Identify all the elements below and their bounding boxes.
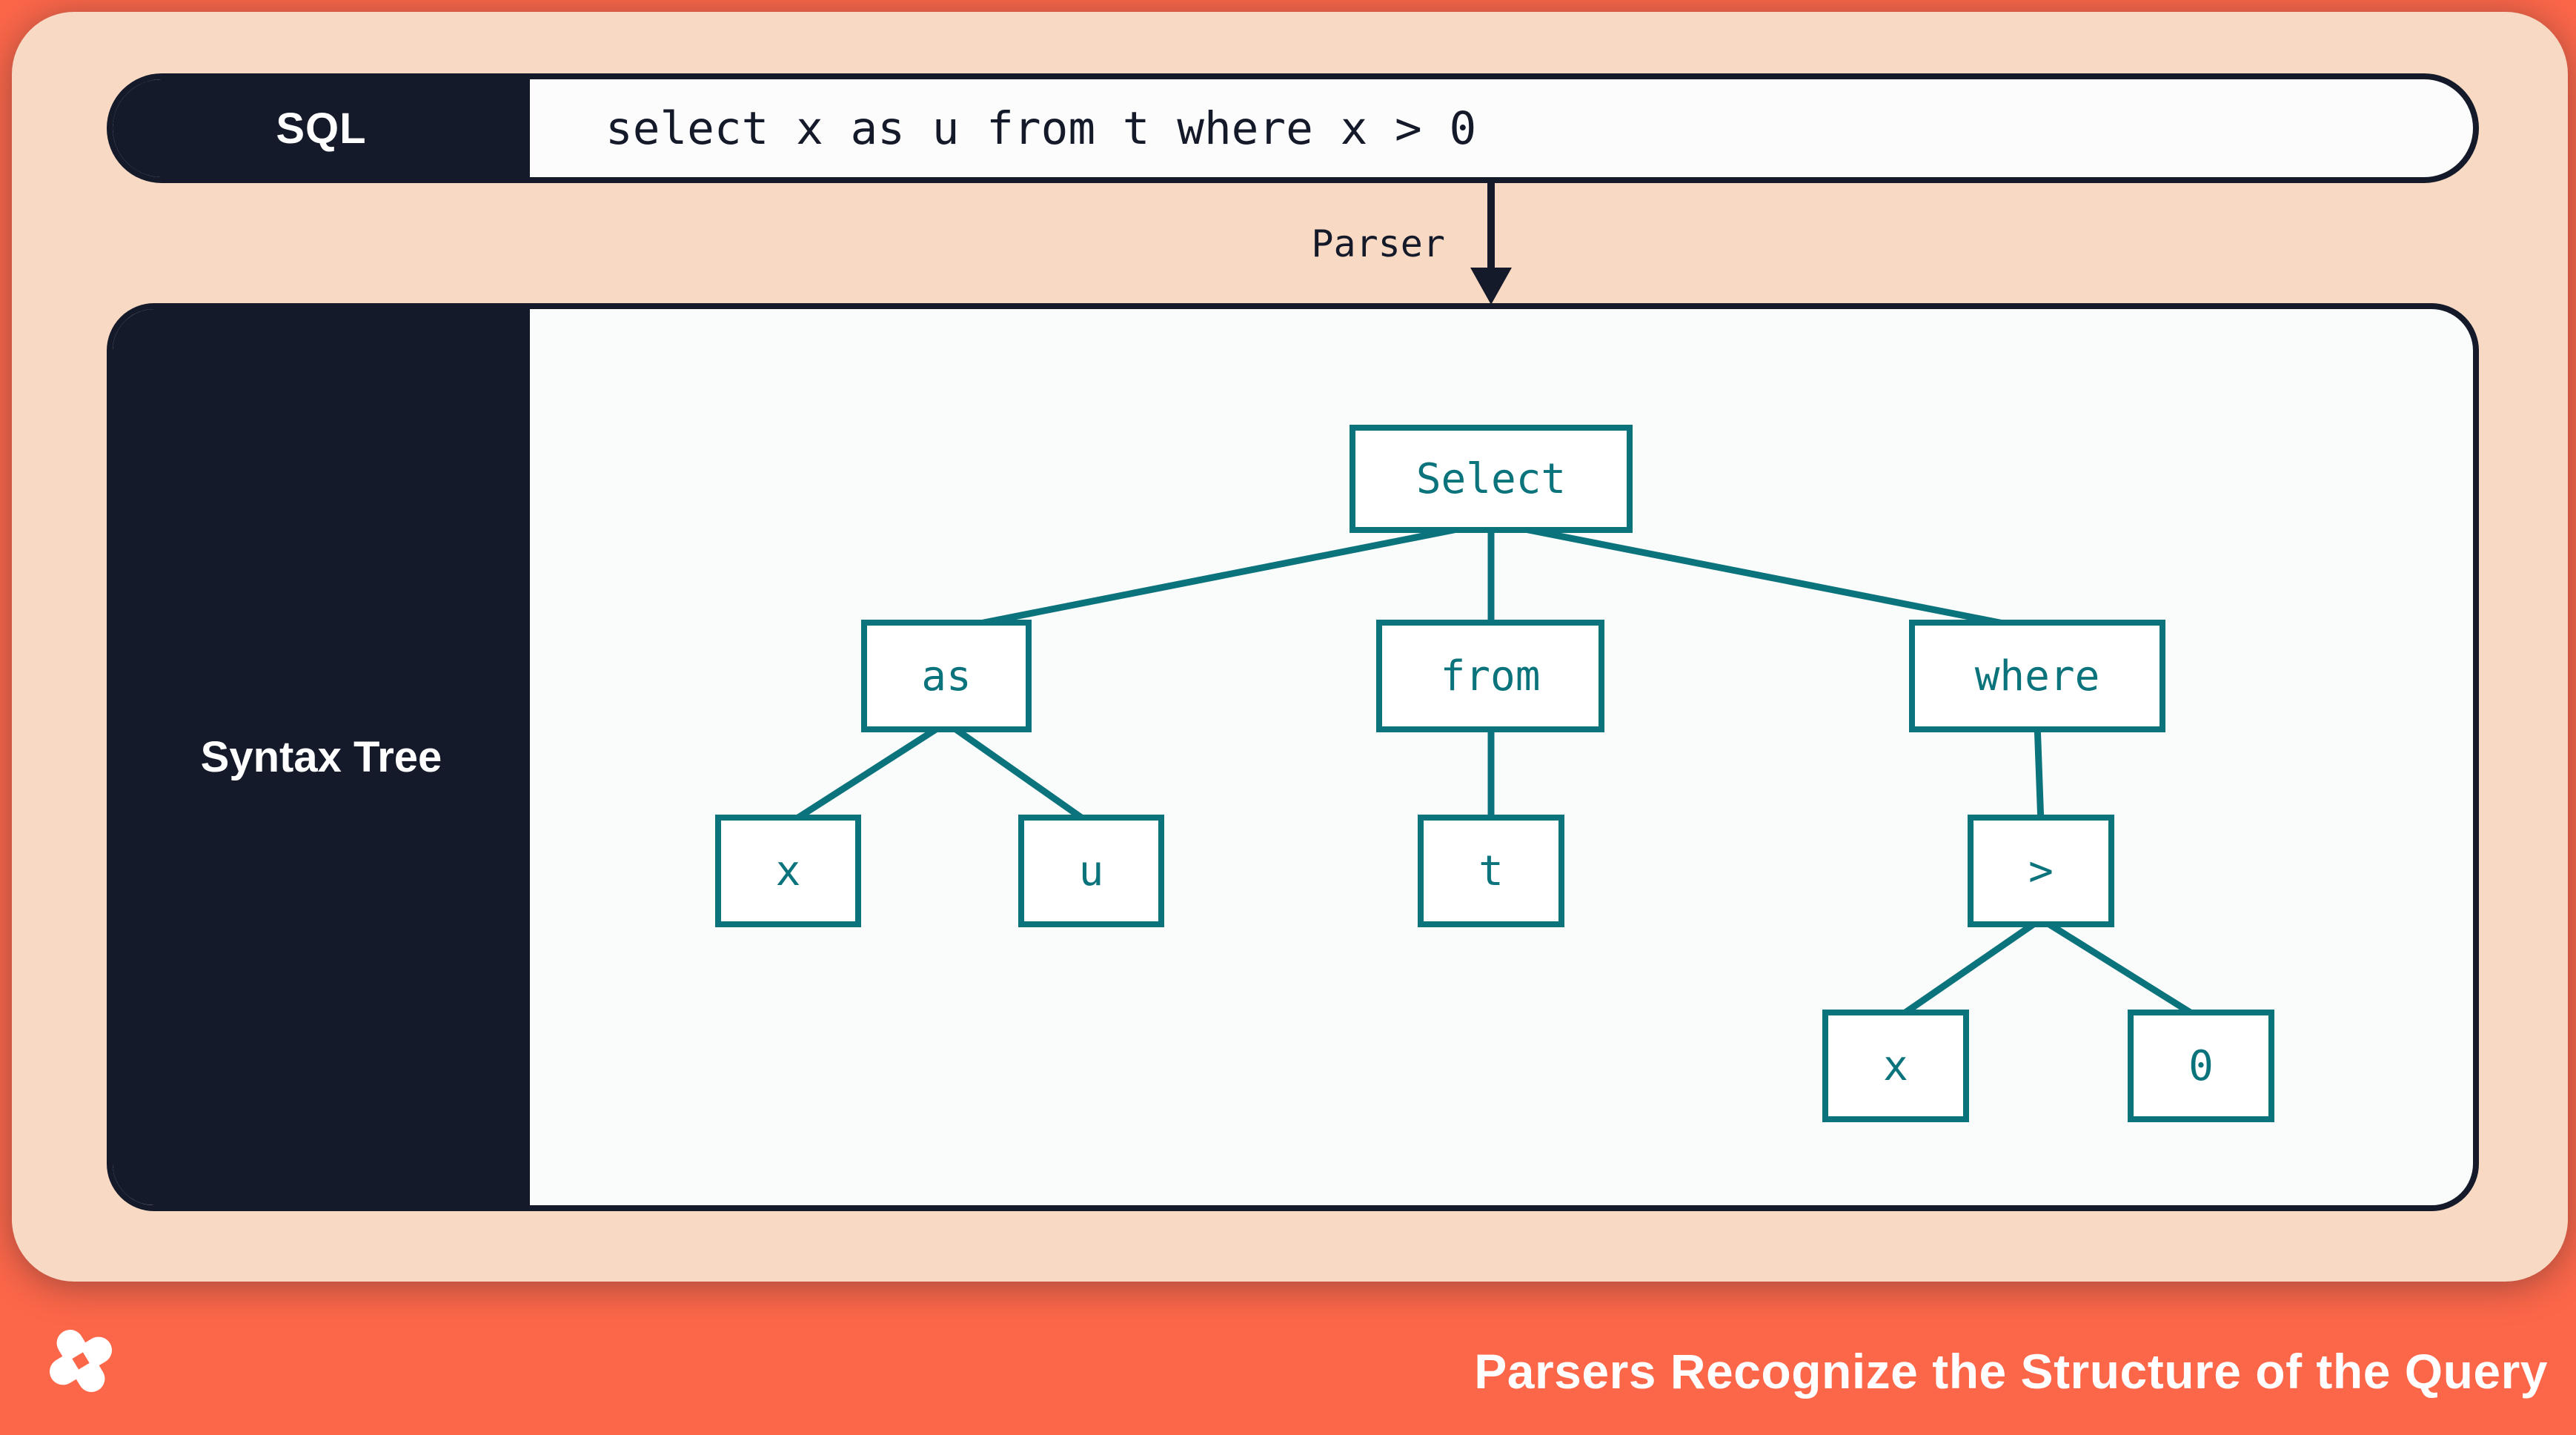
tree-node-select: Select — [1350, 425, 1633, 533]
tree-node-greater-than: > — [1968, 815, 2114, 927]
slide-title: Parsers Recognize the Structure of the Q… — [1474, 1344, 2548, 1399]
syntax-tree-sidebar: Syntax Tree — [113, 309, 530, 1205]
tree-node-x-alias: x — [715, 815, 861, 927]
tree-node-t: t — [1418, 815, 1564, 927]
parser-label: Parser — [1311, 222, 1445, 265]
tree-node-zero: 0 — [2128, 1010, 2274, 1122]
tree-node-where: where — [1909, 620, 2165, 732]
sql-input-bar: SQL select x as u from t where x > 0 — [107, 73, 2479, 183]
syntax-tree-panel: Syntax Tree — [107, 303, 2479, 1211]
parser-arrow-head-icon — [1470, 268, 1512, 305]
dolt-logo-icon — [49, 1329, 113, 1393]
sql-bar-label: SQL — [113, 79, 530, 177]
sql-query-text: select x as u from t where x > 0 — [605, 102, 1477, 155]
parser-arrow — [1487, 183, 1495, 274]
syntax-tree-label: Syntax Tree — [200, 733, 442, 781]
tree-node-u: u — [1018, 815, 1164, 927]
tree-node-from: from — [1376, 620, 1604, 732]
tree-node-as: as — [861, 620, 1032, 732]
tree-node-x-condition: x — [1822, 1010, 1969, 1122]
